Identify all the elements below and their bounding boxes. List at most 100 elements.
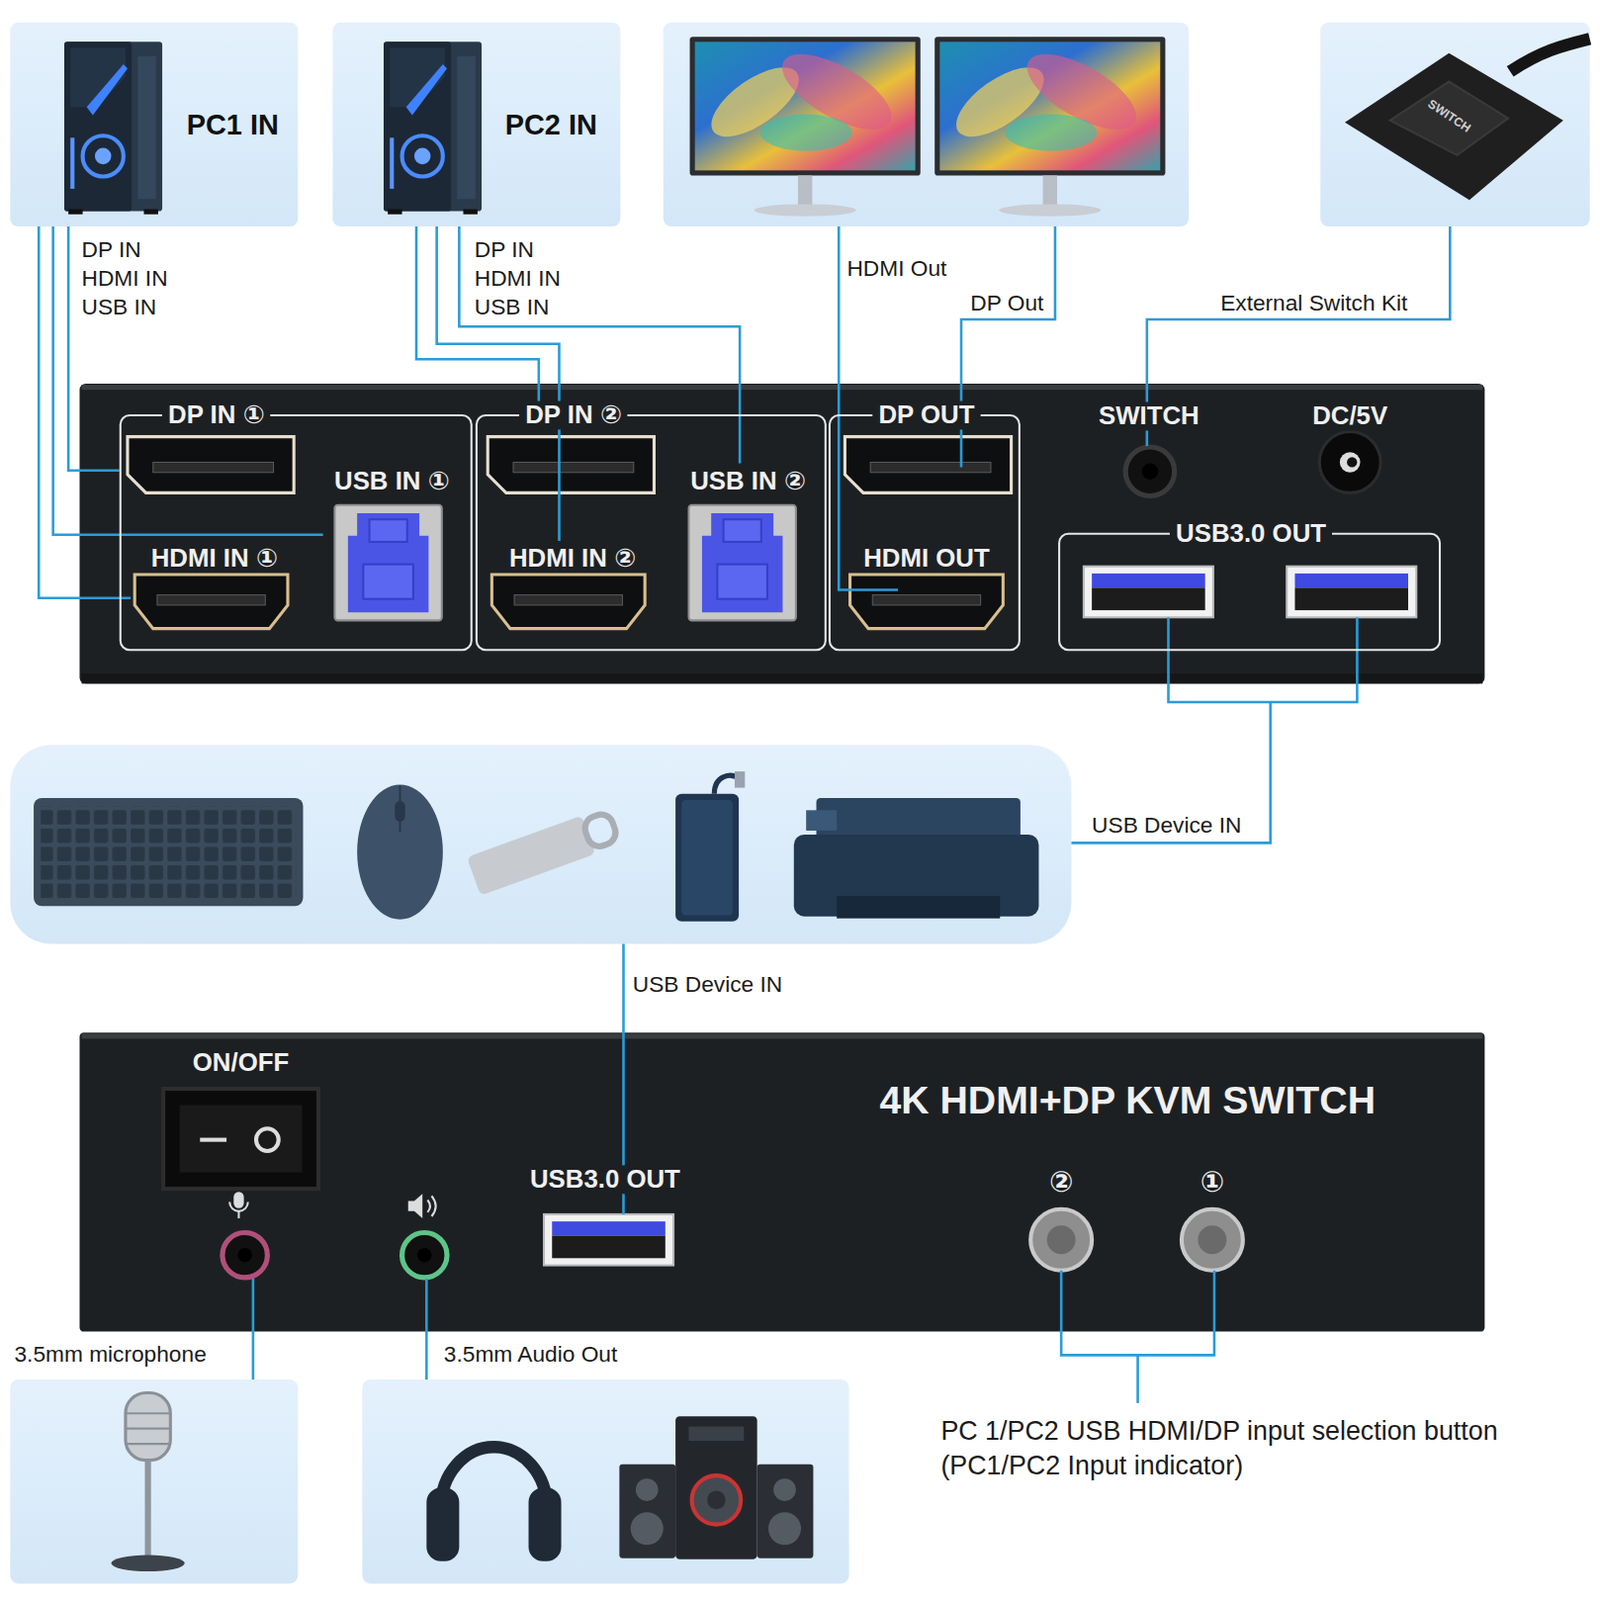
hdmi-port <box>850 574 1004 629</box>
select-button <box>1047 1225 1076 1254</box>
speakers <box>692 1475 742 1525</box>
hard-drive <box>734 771 745 789</box>
port-group: DP OUTHDMI OUT <box>828 414 1021 651</box>
headphones <box>529 1487 562 1561</box>
pc-box: PC1 IN <box>9 22 298 227</box>
usb-a-port <box>543 1214 674 1266</box>
audio-panel <box>361 1379 849 1584</box>
node-text: HDMI OUT <box>857 543 996 572</box>
node-text: HDMI IN ② <box>503 543 642 572</box>
monitor <box>1004 114 1097 152</box>
speakers <box>619 1416 813 1559</box>
callout-label: USB Device IN <box>1091 812 1242 838</box>
speakers <box>635 1478 659 1502</box>
rear-panel <box>82 384 1484 390</box>
dc-jack <box>1319 431 1381 493</box>
node-text: USB3.0 OUT <box>1169 519 1333 547</box>
power-switch <box>179 1105 303 1173</box>
device-panel <box>9 744 1071 944</box>
monitor <box>1043 175 1058 206</box>
monitor <box>760 114 853 152</box>
select-button <box>1030 1209 1092 1271</box>
keyboard <box>33 798 303 906</box>
monitor <box>690 36 921 217</box>
leader-line <box>961 226 1056 468</box>
node-text: PC1 IN <box>186 109 279 142</box>
connector <box>68 226 120 471</box>
printer <box>794 798 1040 919</box>
pc-panel <box>9 22 298 227</box>
switch-kit <box>1344 38 1591 200</box>
printer <box>836 895 1000 919</box>
monitor <box>754 203 857 216</box>
power-switch <box>163 1088 319 1189</box>
callout-label: USB IN <box>82 294 158 320</box>
mic-icon <box>229 1202 249 1212</box>
leader-line <box>425 1278 429 1380</box>
headphones <box>426 1487 459 1561</box>
leader-line <box>252 1278 256 1380</box>
dp-port <box>127 437 294 494</box>
pc-box: PC2 IN <box>332 22 621 227</box>
power-switch <box>163 1088 319 1189</box>
speaker-icon <box>408 1193 423 1219</box>
audio-jack <box>402 1233 447 1278</box>
node-text: DC/5V <box>1306 402 1394 431</box>
node-text: DP IN ② <box>519 401 628 430</box>
microphone <box>125 1442 171 1445</box>
monitor <box>934 36 1165 217</box>
mic-jack <box>222 1233 267 1278</box>
keyboard <box>40 805 296 898</box>
node-text: ① <box>1200 1166 1225 1199</box>
node-text: PC2 IN <box>505 109 598 142</box>
keyboard <box>33 798 303 906</box>
flash-drive <box>466 805 622 895</box>
speakers <box>689 1426 745 1441</box>
switch-jack-box: SWITCH <box>1087 402 1211 505</box>
speakers <box>619 1464 676 1559</box>
switch-jack <box>1125 446 1175 497</box>
microphone <box>125 1393 171 1461</box>
monitor <box>690 36 921 176</box>
pc-panel <box>332 22 621 227</box>
select-button <box>1181 1209 1244 1271</box>
dp-port <box>487 437 654 494</box>
connector <box>416 226 539 415</box>
speakers <box>757 1464 814 1559</box>
flash-drive <box>466 815 596 896</box>
hdmi-port-box: HDMI OUT <box>844 540 1008 637</box>
printer <box>805 809 837 831</box>
hdmi-port-box: HDMI IN ② <box>487 540 657 637</box>
speakers <box>707 1491 726 1511</box>
usb-b-port <box>334 505 442 622</box>
node-text: USB3.0 OUT <box>524 1164 687 1193</box>
monitor <box>798 175 812 206</box>
speakers <box>630 1511 664 1545</box>
speaker-icon <box>408 1193 437 1219</box>
hard-drive <box>681 800 733 916</box>
node-text: DP IN ① <box>162 401 271 430</box>
mic-jack <box>237 1247 252 1262</box>
switch-kit <box>1389 82 1509 156</box>
switch-jack <box>1142 462 1159 480</box>
leader-line <box>253 226 1450 1404</box>
microphone <box>110 1555 184 1573</box>
callout-label: HDMI Out <box>846 256 947 281</box>
device-marking: SWITCH <box>1424 96 1473 136</box>
mouse <box>356 785 444 920</box>
speaker-icon <box>427 1195 436 1217</box>
front-panel <box>79 1032 1485 1332</box>
switch-jack <box>1125 446 1175 497</box>
port-group: DP IN ②USB IN ②HDMI IN ② <box>475 414 827 651</box>
pc-tower <box>64 41 163 214</box>
switch-kit-panel <box>1320 22 1590 227</box>
select-button <box>1030 1209 1092 1271</box>
monitor <box>998 203 1101 216</box>
speakers <box>768 1511 801 1545</box>
node-text: HDMI IN ① <box>145 543 284 572</box>
audio-jack <box>417 1247 432 1262</box>
leader-line <box>1168 617 1358 703</box>
